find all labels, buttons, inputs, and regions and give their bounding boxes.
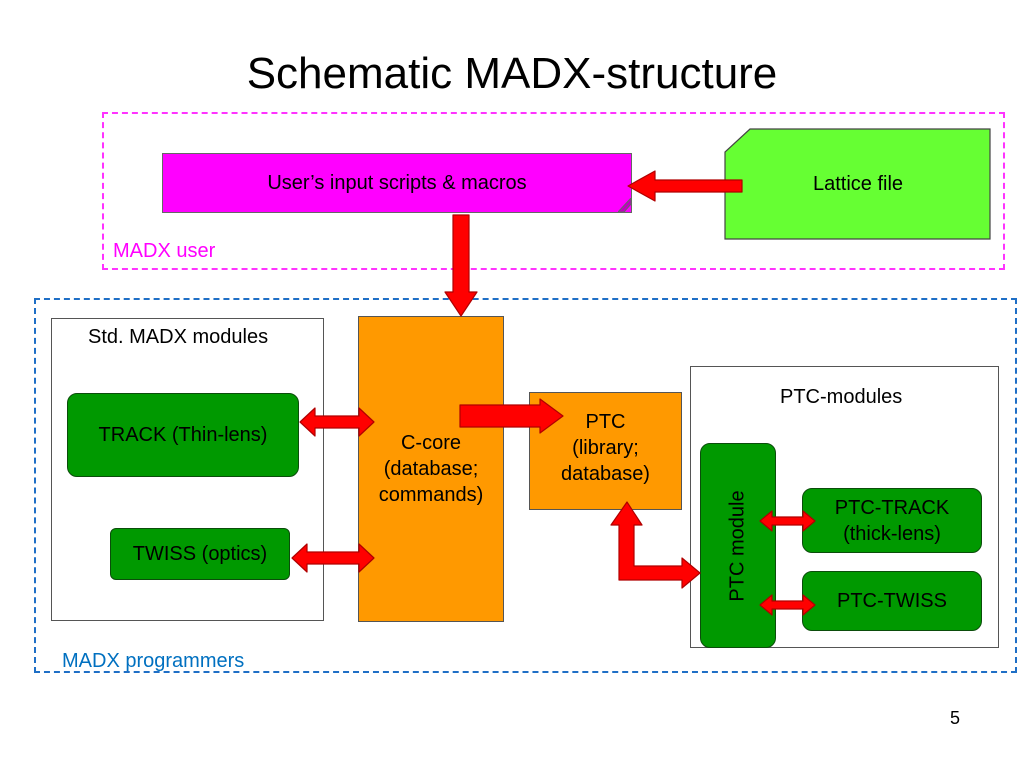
arrow-track-ccore xyxy=(299,407,375,437)
c-core-line-1: C-core xyxy=(400,432,461,454)
c-core-line-3: commands) xyxy=(378,484,484,506)
user-input-scripts-label: User’s input scripts & macros xyxy=(267,172,527,194)
arrow-ptcmodule-ptctwiss xyxy=(759,594,816,616)
ptc-track-line-2: (thick-lens) xyxy=(843,522,941,545)
slide-title: Schematic MADX-structure xyxy=(246,49,778,98)
ptc-twiss-node: PTC-TWISS xyxy=(802,571,982,631)
lattice-file-shape xyxy=(724,128,991,240)
arrow-ptcmodule-ptctrack xyxy=(759,510,816,532)
ptc-library-line-3: database) xyxy=(561,463,650,485)
madx-user-region xyxy=(102,112,1005,270)
track-thin-lens-label: TRACK (Thin-lens) xyxy=(98,424,268,446)
arrow-ptc-to-ptcmodule xyxy=(610,501,701,589)
ptc-modules-label: PTC-modules xyxy=(780,386,903,408)
madx-programmers-label: MADX programmers xyxy=(62,650,245,672)
track-thin-lens-node: TRACK (Thin-lens) xyxy=(67,393,299,477)
madx-programmers-region xyxy=(34,298,1017,673)
ptc-library-line-1: PTC xyxy=(585,411,626,433)
lattice-file-label: Lattice file xyxy=(812,173,904,195)
user-input-fold-corner xyxy=(618,198,632,213)
user-input-scripts-node: User’s input scripts & macros xyxy=(162,153,632,213)
ptc-track-node: PTC-TRACK (thick-lens) xyxy=(802,488,982,553)
arrow-input-to-ccore xyxy=(444,214,478,317)
c-core-line-2: (database; xyxy=(383,458,479,480)
ptc-track-line-1: PTC-TRACK xyxy=(834,496,950,519)
arrow-lattice-to-input xyxy=(627,170,743,202)
c-core-node: C-core (database; commands) xyxy=(358,316,504,622)
arrow-twiss-ccore xyxy=(291,543,375,573)
std-modules-label: Std. MADX modules xyxy=(88,326,269,348)
ptc-module-node: PTC module xyxy=(700,443,776,648)
arrow-ccore-to-ptc xyxy=(459,398,564,434)
twiss-optics-label: TWISS (optics) xyxy=(132,543,268,565)
madx-user-label: MADX user xyxy=(113,240,216,262)
twiss-optics-node: TWISS (optics) xyxy=(110,528,290,580)
page-number: 5 xyxy=(950,708,961,728)
ptc-library-line-2: (library; xyxy=(572,437,639,459)
ptc-twiss-label: PTC-TWISS xyxy=(837,590,947,612)
